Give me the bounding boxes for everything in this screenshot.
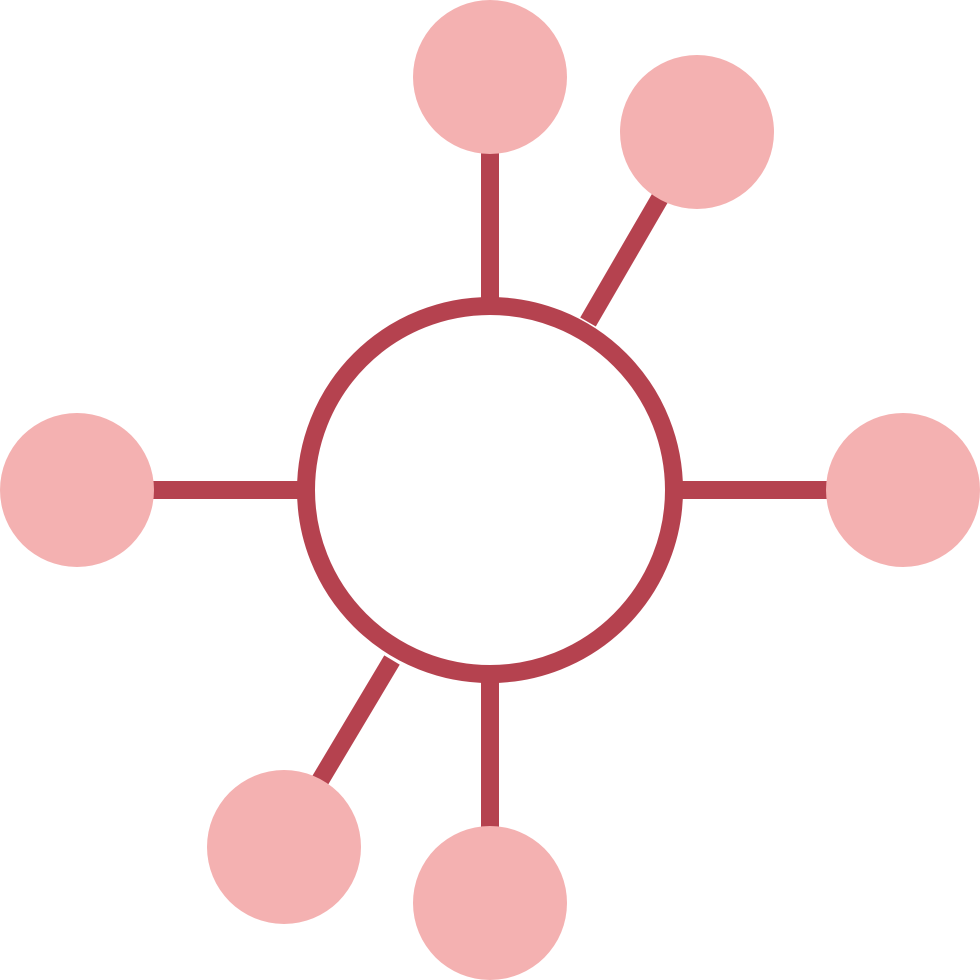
connector-top-right	[580, 193, 668, 327]
node-bottom-left	[207, 770, 361, 924]
hub-circle	[297, 297, 683, 683]
node-left	[0, 413, 154, 567]
node-top	[413, 0, 567, 154]
node-bottom	[413, 826, 567, 980]
node-right	[826, 413, 980, 567]
connector-bottom-left	[310, 655, 400, 789]
connector-lines	[153, 153, 827, 827]
node-top-right	[620, 55, 774, 209]
